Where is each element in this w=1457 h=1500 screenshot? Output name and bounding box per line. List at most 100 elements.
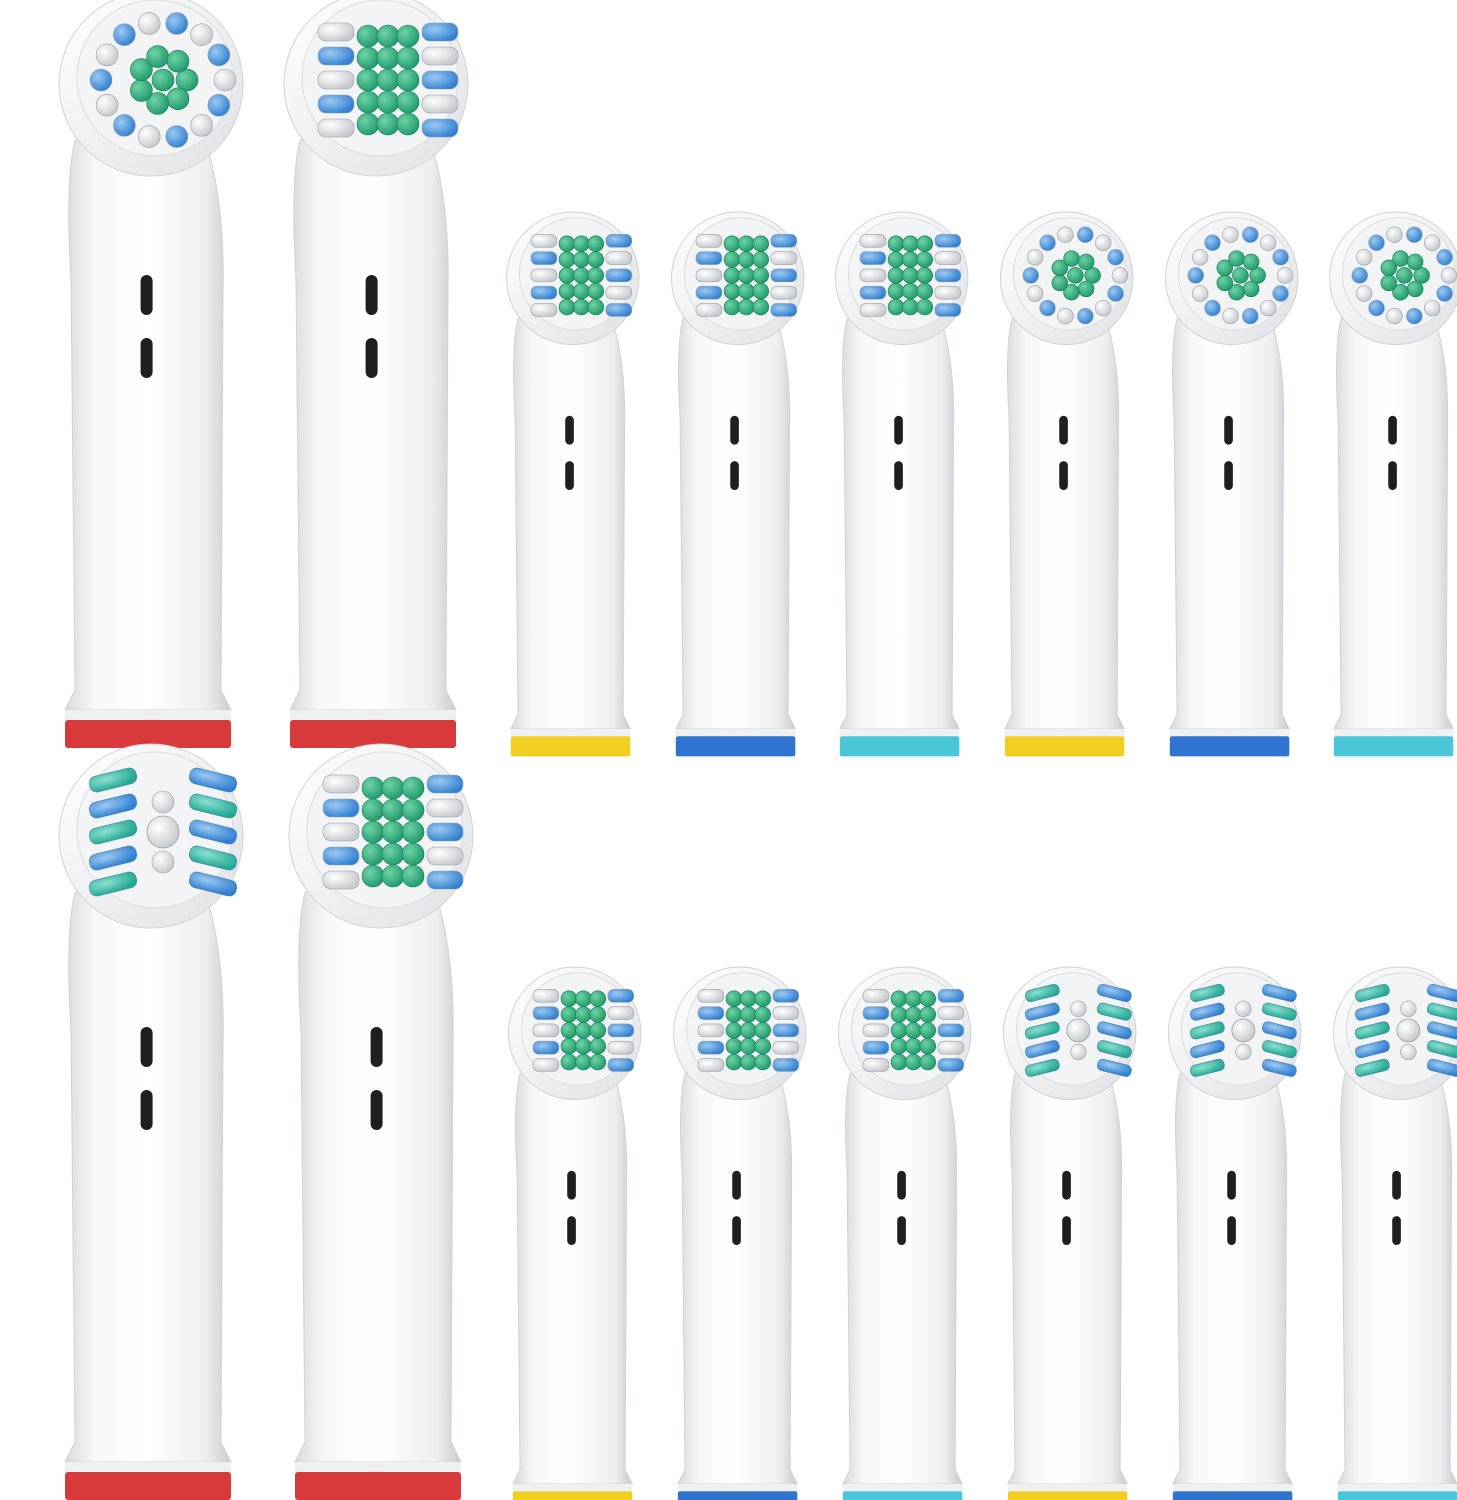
vent-slot <box>567 1216 576 1245</box>
vent-slot <box>370 1090 383 1130</box>
color-ring <box>290 720 456 748</box>
color-ring <box>1337 1491 1457 1500</box>
vent-slot <box>1224 415 1233 445</box>
ring-edge <box>510 729 631 737</box>
floss-bristle-pattern <box>317 22 459 138</box>
precision-bristle-pattern <box>1187 226 1294 325</box>
vent-slot <box>897 1216 906 1245</box>
small-head-7 <box>507 966 642 1500</box>
brush-head-body <box>1006 1073 1129 1485</box>
color-ring <box>1007 1491 1128 1500</box>
brush-head-body <box>841 1073 964 1485</box>
brush-head-body <box>674 318 797 730</box>
vent-slot <box>1388 415 1397 445</box>
vent-slot <box>140 1027 153 1067</box>
color-ring <box>295 1472 461 1500</box>
ring-edge <box>677 1484 798 1492</box>
ring-edge <box>675 729 796 737</box>
vent-slot <box>140 338 153 378</box>
ring-edge <box>842 1484 963 1492</box>
vent-slot <box>732 1216 741 1245</box>
ring-edge <box>512 1484 633 1492</box>
vent-slot <box>1388 461 1397 490</box>
vent-slot <box>1224 461 1233 490</box>
brush-head-body <box>1168 318 1291 730</box>
color-ring <box>675 736 796 757</box>
color-ring <box>1004 736 1125 757</box>
ring-edge <box>1172 1484 1293 1492</box>
vent-slot <box>565 415 574 445</box>
floss-bristle-pattern <box>695 234 798 317</box>
brush-head-body <box>838 318 961 730</box>
vent-slot <box>365 275 378 315</box>
color-ring <box>677 1491 798 1500</box>
cross-bristle-pattern <box>88 767 238 897</box>
ring-edge <box>295 1462 461 1472</box>
color-ring <box>65 720 231 748</box>
vent-slot <box>1059 415 1068 445</box>
vent-slot <box>894 461 903 490</box>
floss-bristle-pattern <box>859 234 962 317</box>
precision-bristle-pattern <box>1351 226 1457 325</box>
small-head-11 <box>1167 966 1302 1500</box>
color-ring <box>510 736 631 757</box>
vent-slot <box>730 415 739 445</box>
small-head-12 <box>1332 966 1457 1500</box>
floss-bristle-pattern <box>697 989 800 1072</box>
precision-bristle-pattern <box>89 12 237 148</box>
vent-slot <box>897 1170 906 1200</box>
color-ring <box>512 1491 633 1500</box>
ring-edge <box>1333 729 1454 737</box>
vent-slot <box>140 275 153 315</box>
vent-slot <box>732 1170 741 1200</box>
brush-head-body <box>676 1073 799 1485</box>
vent-slot <box>1062 1170 1071 1200</box>
color-ring <box>1169 736 1290 757</box>
vent-slot <box>1227 1170 1236 1200</box>
small-head-1 <box>505 211 640 757</box>
small-head-6 <box>1328 211 1457 757</box>
brush-head-body <box>1003 318 1126 730</box>
brush-head-body <box>1336 1073 1457 1485</box>
brush-head-body <box>64 891 232 1463</box>
small-head-5 <box>1164 211 1299 757</box>
small-head-9 <box>837 966 972 1500</box>
vent-slot <box>1392 1216 1401 1245</box>
color-ring <box>842 1491 963 1500</box>
cross-bristle-pattern <box>1024 983 1132 1077</box>
small-head-10 <box>1002 966 1137 1500</box>
brush-head-body <box>1332 318 1455 730</box>
vent-slot <box>140 1090 153 1130</box>
cross-bristle-pattern <box>1354 983 1457 1077</box>
floss-bristle-pattern <box>862 989 965 1072</box>
ring-edge <box>1337 1484 1457 1492</box>
cross-bristle-pattern <box>1189 983 1297 1077</box>
heads-layer <box>58 0 1457 1500</box>
floss-bristle-pattern <box>532 989 635 1072</box>
ring-edge <box>839 729 960 737</box>
floss-bristle-pattern <box>322 774 464 890</box>
vent-slot <box>894 415 903 445</box>
color-ring <box>65 1472 231 1500</box>
small-head-3 <box>834 211 969 757</box>
large-head-2 <box>283 0 469 748</box>
brush-head-body <box>294 891 462 1463</box>
small-head-4 <box>999 211 1134 757</box>
ring-edge <box>1169 729 1290 737</box>
vent-slot <box>1059 461 1068 490</box>
large-head-1 <box>58 0 244 748</box>
vent-slot <box>1062 1216 1071 1245</box>
brush-head-body <box>1171 1073 1294 1485</box>
ring-edge <box>1007 1484 1128 1492</box>
brush-head-body <box>289 139 457 711</box>
ring-edge <box>65 1462 231 1472</box>
large-head-4 <box>288 743 474 1500</box>
small-head-8 <box>672 966 807 1500</box>
vent-slot <box>370 1027 383 1067</box>
color-ring <box>839 736 960 757</box>
vent-slot <box>565 461 574 490</box>
large-head-3 <box>58 743 244 1500</box>
vent-slot <box>365 338 378 378</box>
brush-head-body <box>511 1073 634 1485</box>
